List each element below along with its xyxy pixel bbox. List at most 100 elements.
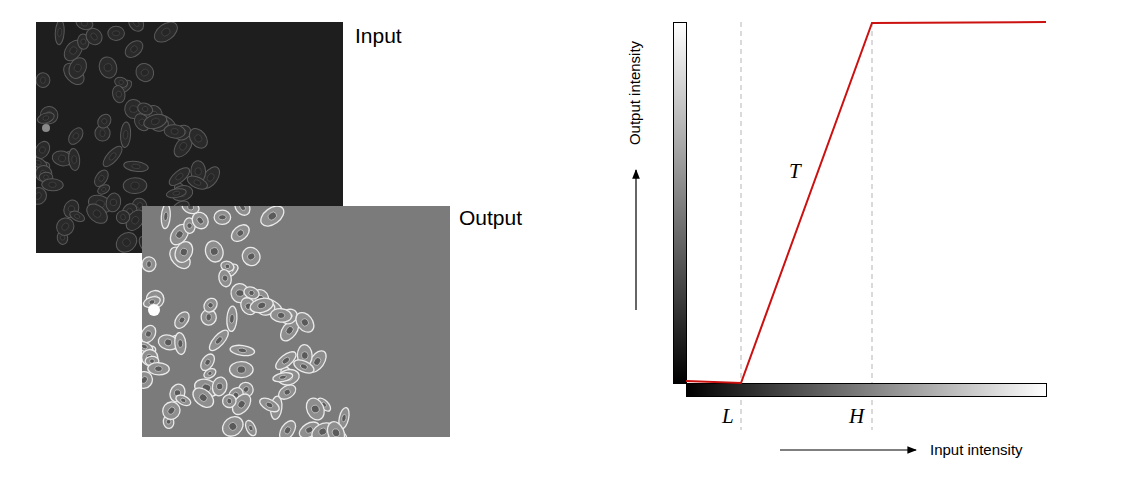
cell-nucleus [129,44,138,53]
cell-nucleus [267,211,279,222]
cell-body [122,37,146,60]
cell-nucleus [171,128,179,135]
cell-nucleus [236,289,245,296]
cell-body [132,60,157,85]
cell-nucleus [147,261,152,268]
cell-body [217,268,233,288]
cell-nucleus [103,63,113,72]
cell-body [203,239,226,264]
cell [172,239,196,266]
cell-body [166,187,187,199]
cell-body [174,332,187,355]
cell-nucleus [130,215,140,225]
cell-body [174,393,192,408]
cell [74,22,94,32]
cell-nucleus [155,366,163,372]
cell-body [151,22,181,46]
cell [97,55,120,80]
cell-nucleus [118,79,124,85]
cell-body [229,362,253,378]
cell-nucleus [144,330,152,338]
cell [108,26,125,41]
cell-nucleus [131,182,139,189]
cell-nucleus [140,68,150,78]
cell-nucleus [42,115,49,121]
cell [232,206,253,218]
cell [273,349,299,373]
cell [151,22,181,46]
cell-nucleus [72,132,80,140]
cell-body [214,210,231,225]
cell [125,22,146,34]
cell-body [120,122,132,148]
cell-body [226,306,238,332]
cell-body [202,367,217,380]
cell-body [257,206,287,230]
cell-nucleus [265,401,274,409]
cell [104,192,122,214]
cell [203,239,226,264]
transfer-curve [686,22,1046,383]
cell-body [123,178,147,194]
image-ground [142,206,450,437]
cell-body [324,419,347,437]
cell-nucleus [257,301,267,309]
cell-nucleus [299,363,308,371]
cell-nucleus [279,375,287,380]
cell-nucleus [222,275,229,282]
cell [166,187,187,199]
cell-nucleus [174,172,184,181]
cell-nucleus [214,335,224,345]
cell [303,395,328,423]
output-gradient-bar [674,23,687,384]
cell [132,60,157,85]
cell-nucleus [224,263,230,269]
cell-nucleus [196,216,205,225]
cell [258,395,282,414]
cell-body [211,376,229,398]
cell-body [142,368,156,391]
cell [68,148,81,171]
bright-spot [42,124,50,132]
cell-nucleus [178,316,186,324]
cell-body [276,418,298,437]
cell [219,413,247,437]
cell-body [206,327,231,353]
cell-nucleus [198,392,209,403]
cell-body [100,143,125,169]
cell-body [74,22,94,32]
cell-nucleus [36,191,43,201]
cell-body [270,308,292,323]
cell [239,244,264,269]
cell-nucleus [100,130,106,137]
cell-body [249,296,275,315]
cell-body [163,124,185,139]
cell-nucleus [160,27,172,38]
cell-body [142,257,156,272]
cell-body [115,209,131,225]
cell-nucleus [226,398,232,405]
cell [174,393,192,408]
axis-title: Output intensity [627,41,644,145]
cell-nucleus [131,164,140,170]
cells [142,206,351,437]
cell-body [112,229,140,253]
guide-line [872,22,873,430]
axis-arrow [635,170,636,310]
cell-nucleus [173,191,181,196]
cell [66,125,86,147]
cell [270,308,292,323]
cell-nucleus [57,28,62,37]
cell-nucleus [238,348,247,354]
cell-nucleus [58,154,66,162]
cell-nucleus [129,105,138,112]
cell-body [186,125,211,152]
cell [68,209,86,224]
cell-nucleus [195,168,202,176]
cell-nucleus [310,404,320,414]
cell [249,296,275,315]
cell-nucleus [277,312,285,319]
cell [142,368,156,391]
cell-body [41,178,63,191]
